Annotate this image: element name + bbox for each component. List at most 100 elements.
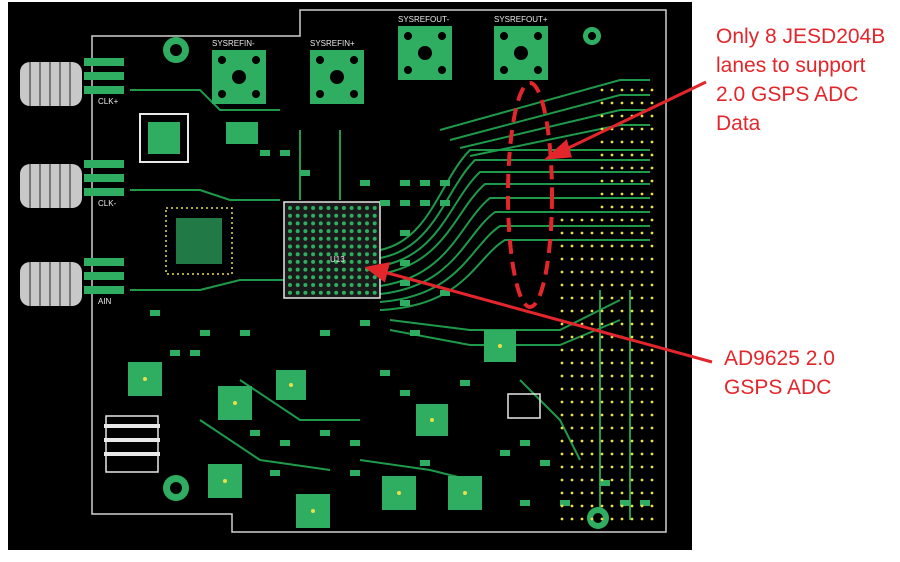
sysref-connector-group bbox=[212, 26, 548, 104]
via-dot bbox=[610, 439, 614, 443]
via-dot bbox=[600, 465, 604, 469]
via-dot bbox=[590, 426, 594, 430]
via-dot bbox=[560, 504, 564, 508]
via-dot bbox=[650, 478, 654, 482]
bga-ball bbox=[349, 221, 354, 226]
bga-ball bbox=[341, 290, 346, 295]
via-dot bbox=[630, 179, 634, 183]
lanes-annotation: Only 8 JESD204B lanes to support 2.0 GSP… bbox=[716, 25, 886, 135]
passive-pad bbox=[320, 430, 330, 436]
via-dot bbox=[600, 88, 604, 92]
via-dot bbox=[560, 322, 564, 326]
bga-ball bbox=[295, 252, 300, 257]
via-dot bbox=[590, 257, 594, 261]
passive-pad bbox=[400, 280, 410, 286]
via-dot bbox=[580, 218, 584, 222]
bga-ball bbox=[341, 213, 346, 218]
via-dot bbox=[610, 374, 614, 378]
input-label-2: AIN bbox=[98, 297, 112, 306]
bga-ball bbox=[341, 244, 346, 249]
via-dot bbox=[600, 257, 604, 261]
bga-ball bbox=[357, 229, 362, 234]
via-dot bbox=[650, 322, 654, 326]
via-dot bbox=[590, 244, 594, 248]
via-dot bbox=[570, 478, 574, 482]
bga-ball bbox=[349, 275, 354, 280]
via-dot bbox=[650, 140, 654, 144]
via-dot bbox=[630, 257, 634, 261]
passive-pad bbox=[400, 260, 410, 266]
adc-chip: U13 bbox=[283, 201, 381, 299]
bga-ball bbox=[318, 275, 323, 280]
via-dot bbox=[610, 257, 614, 261]
bga-ball bbox=[334, 259, 339, 264]
via-dot bbox=[610, 400, 614, 404]
bga-ball bbox=[365, 206, 369, 210]
via-dot bbox=[620, 413, 624, 417]
via-dot bbox=[610, 283, 614, 287]
via-dot bbox=[570, 426, 574, 430]
via-dot bbox=[630, 205, 634, 209]
via-dot bbox=[630, 387, 634, 391]
bga-ball bbox=[365, 259, 369, 264]
via-dot bbox=[620, 257, 624, 261]
via-dot bbox=[590, 374, 594, 378]
bga-ball bbox=[334, 206, 339, 210]
bga-ball bbox=[318, 283, 323, 287]
via-dot bbox=[640, 322, 644, 326]
via-dot bbox=[580, 283, 584, 287]
passive-pad bbox=[360, 180, 370, 186]
bga-ball bbox=[288, 267, 292, 272]
via-dot bbox=[640, 426, 644, 430]
bga-ball bbox=[326, 275, 331, 280]
via-dot bbox=[590, 218, 594, 222]
bga-ball bbox=[365, 213, 369, 218]
bga-ball bbox=[311, 244, 316, 249]
via-dot bbox=[600, 491, 604, 495]
via-dot bbox=[630, 335, 634, 339]
bga-ball bbox=[357, 283, 362, 287]
via-dot bbox=[650, 192, 654, 196]
bga-ball bbox=[318, 221, 323, 226]
via-dot bbox=[560, 439, 564, 443]
passive-pad bbox=[280, 150, 290, 156]
via-dot bbox=[570, 413, 574, 417]
via-dot bbox=[570, 231, 574, 235]
via-dot bbox=[650, 335, 654, 339]
bga-ball bbox=[288, 290, 292, 295]
input-labels: CLK+ CLK- AIN bbox=[98, 97, 119, 306]
via-dot bbox=[640, 270, 644, 274]
bga-ball bbox=[341, 229, 346, 234]
passive-pad bbox=[440, 200, 450, 206]
bga-ball bbox=[357, 244, 362, 249]
lanes-highlight-ellipse bbox=[506, 81, 554, 309]
bga-ball bbox=[311, 252, 316, 257]
passive-pad bbox=[400, 180, 410, 186]
via-dot bbox=[580, 270, 584, 274]
bga-ball bbox=[288, 236, 292, 241]
via-dot bbox=[600, 270, 604, 274]
bga-ball bbox=[295, 267, 300, 272]
bga-ball bbox=[303, 252, 308, 257]
via-dot bbox=[570, 218, 574, 222]
bga-ball bbox=[318, 236, 323, 241]
via-dot bbox=[620, 400, 624, 404]
via-dot bbox=[610, 465, 614, 469]
bga-ball bbox=[341, 259, 346, 264]
bga-ball bbox=[349, 213, 354, 218]
via-dot bbox=[650, 374, 654, 378]
bga-ball bbox=[334, 213, 339, 218]
via-dot bbox=[650, 387, 654, 391]
via-dot bbox=[570, 244, 574, 248]
adc-arrow-line bbox=[383, 270, 713, 364]
bga-ball bbox=[334, 290, 339, 295]
passive-pad bbox=[420, 200, 430, 206]
bga-ball bbox=[349, 283, 354, 287]
via-dot bbox=[600, 335, 604, 339]
via-dot bbox=[650, 179, 654, 183]
via-dot bbox=[650, 127, 654, 131]
bga-ball bbox=[288, 244, 292, 249]
via-dot bbox=[610, 270, 614, 274]
bga-ball bbox=[349, 259, 354, 264]
passive-pad bbox=[170, 350, 180, 356]
